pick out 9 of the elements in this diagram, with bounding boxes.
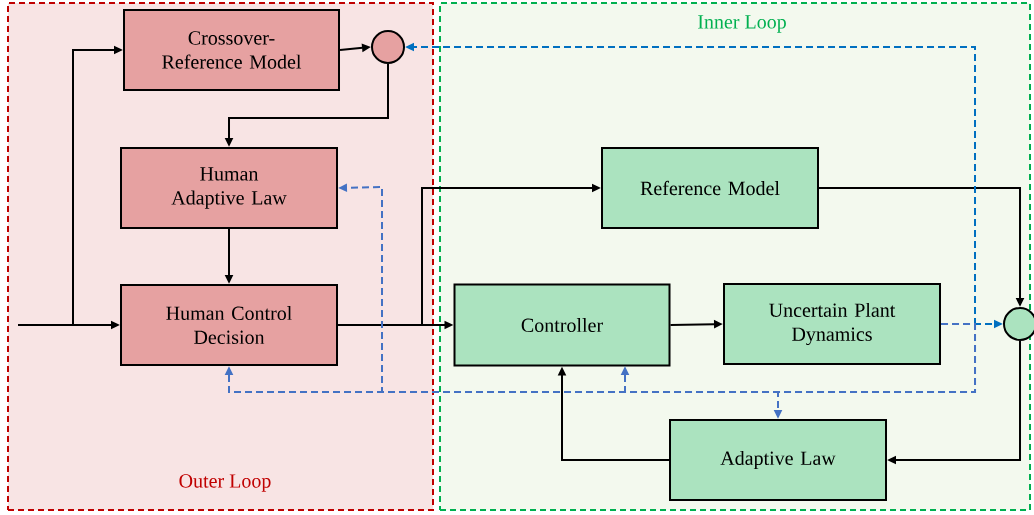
block-box: Reference Model	[601, 147, 819, 229]
block-box: Crossover- Reference Model	[123, 9, 340, 91]
block-box: Human Control Decision	[120, 284, 338, 366]
summing-junction	[371, 30, 405, 64]
block-box: Uncertain Plant Dynamics	[723, 283, 941, 365]
block-box: Controller	[453, 283, 671, 367]
block-box: Adaptive Law	[669, 419, 887, 501]
summing-junction	[1003, 307, 1034, 341]
block-box: Human Adaptive Law	[120, 147, 338, 229]
